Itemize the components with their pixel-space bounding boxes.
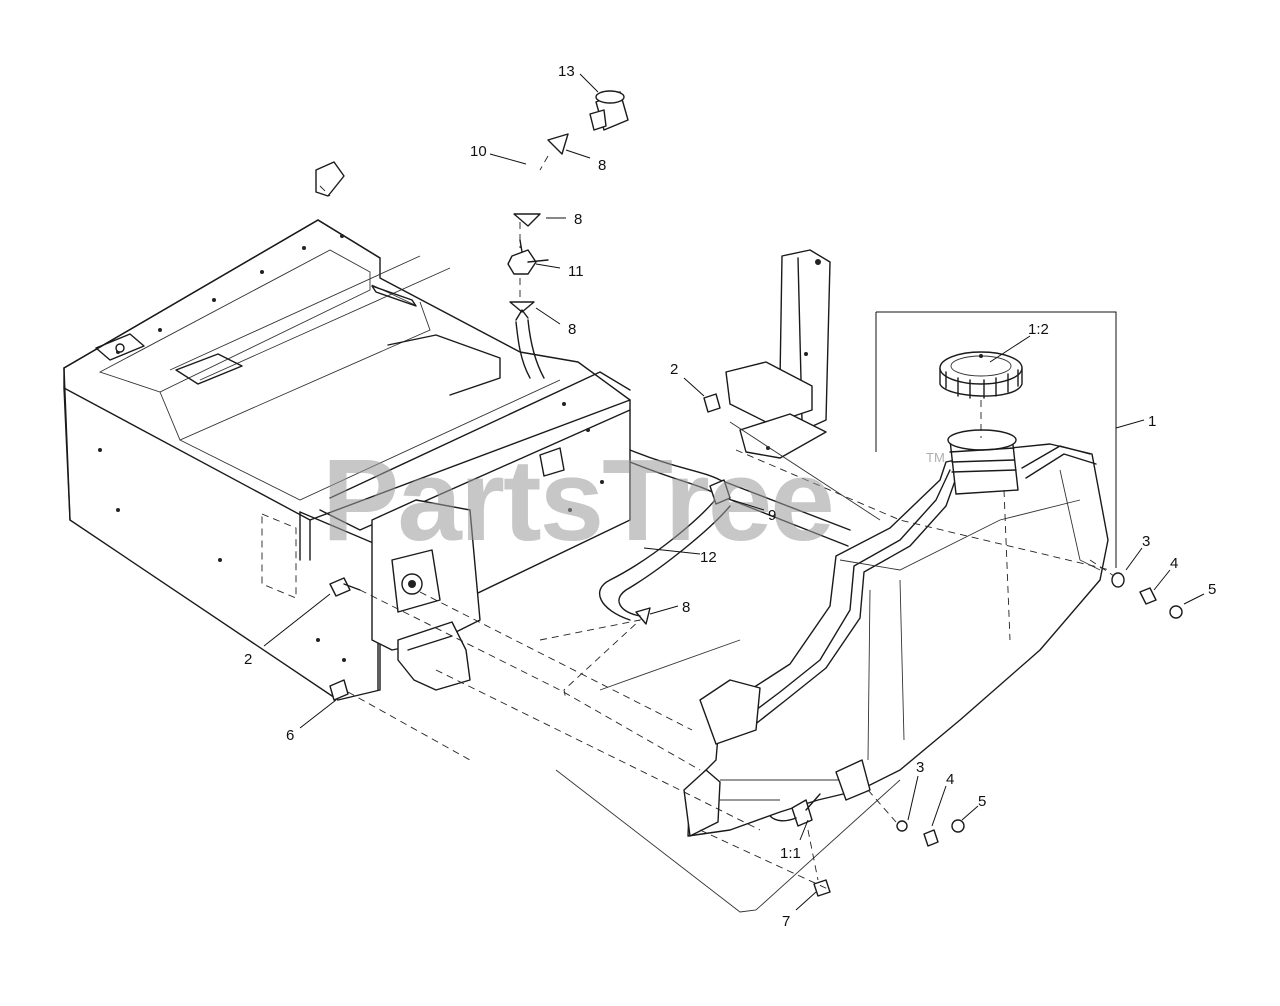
callout-3: 3 [1142, 533, 1150, 550]
callout-12: 12 [700, 549, 717, 566]
callouts: 13 10 8 8 11 8 2 1:2 1 9 12 8 2 3 4 5 6 … [244, 63, 1216, 930]
callout-10: 10 [470, 143, 487, 160]
callout-3: 3 [916, 759, 924, 776]
callout-2: 2 [670, 361, 678, 378]
callout-13: 13 [558, 63, 575, 80]
callout-8: 8 [568, 321, 576, 338]
watermark: PartsTree TM [322, 435, 945, 565]
tank-bracket [703, 249, 831, 459]
callout-9: 9 [768, 507, 776, 524]
callout-1-1: 1:1 [780, 845, 801, 862]
callout-2: 2 [244, 651, 252, 668]
fuel-tank [683, 429, 1109, 837]
callout-8: 8 [682, 599, 690, 616]
watermark-trademark: TM [926, 450, 945, 465]
hardware [329, 572, 1183, 897]
callout-8: 8 [574, 211, 582, 228]
leader-lines [263, 73, 1205, 911]
assembly-lines [319, 155, 1117, 913]
callout-4: 4 [1170, 555, 1178, 572]
fuel-line-assembly [315, 90, 851, 625]
fuel-cap [939, 351, 1023, 399]
frame-assembly [63, 219, 631, 701]
callout-6: 6 [286, 727, 294, 744]
callout-4: 4 [946, 771, 954, 788]
callout-1-2: 1:2 [1028, 321, 1049, 338]
watermark-text: PartsTree [322, 435, 833, 565]
callout-7: 7 [782, 913, 790, 930]
callout-5: 5 [1208, 581, 1216, 598]
callout-1: 1 [1148, 413, 1156, 430]
callout-8: 8 [598, 157, 606, 174]
callout-5: 5 [978, 793, 986, 810]
callout-11: 11 [568, 263, 584, 280]
